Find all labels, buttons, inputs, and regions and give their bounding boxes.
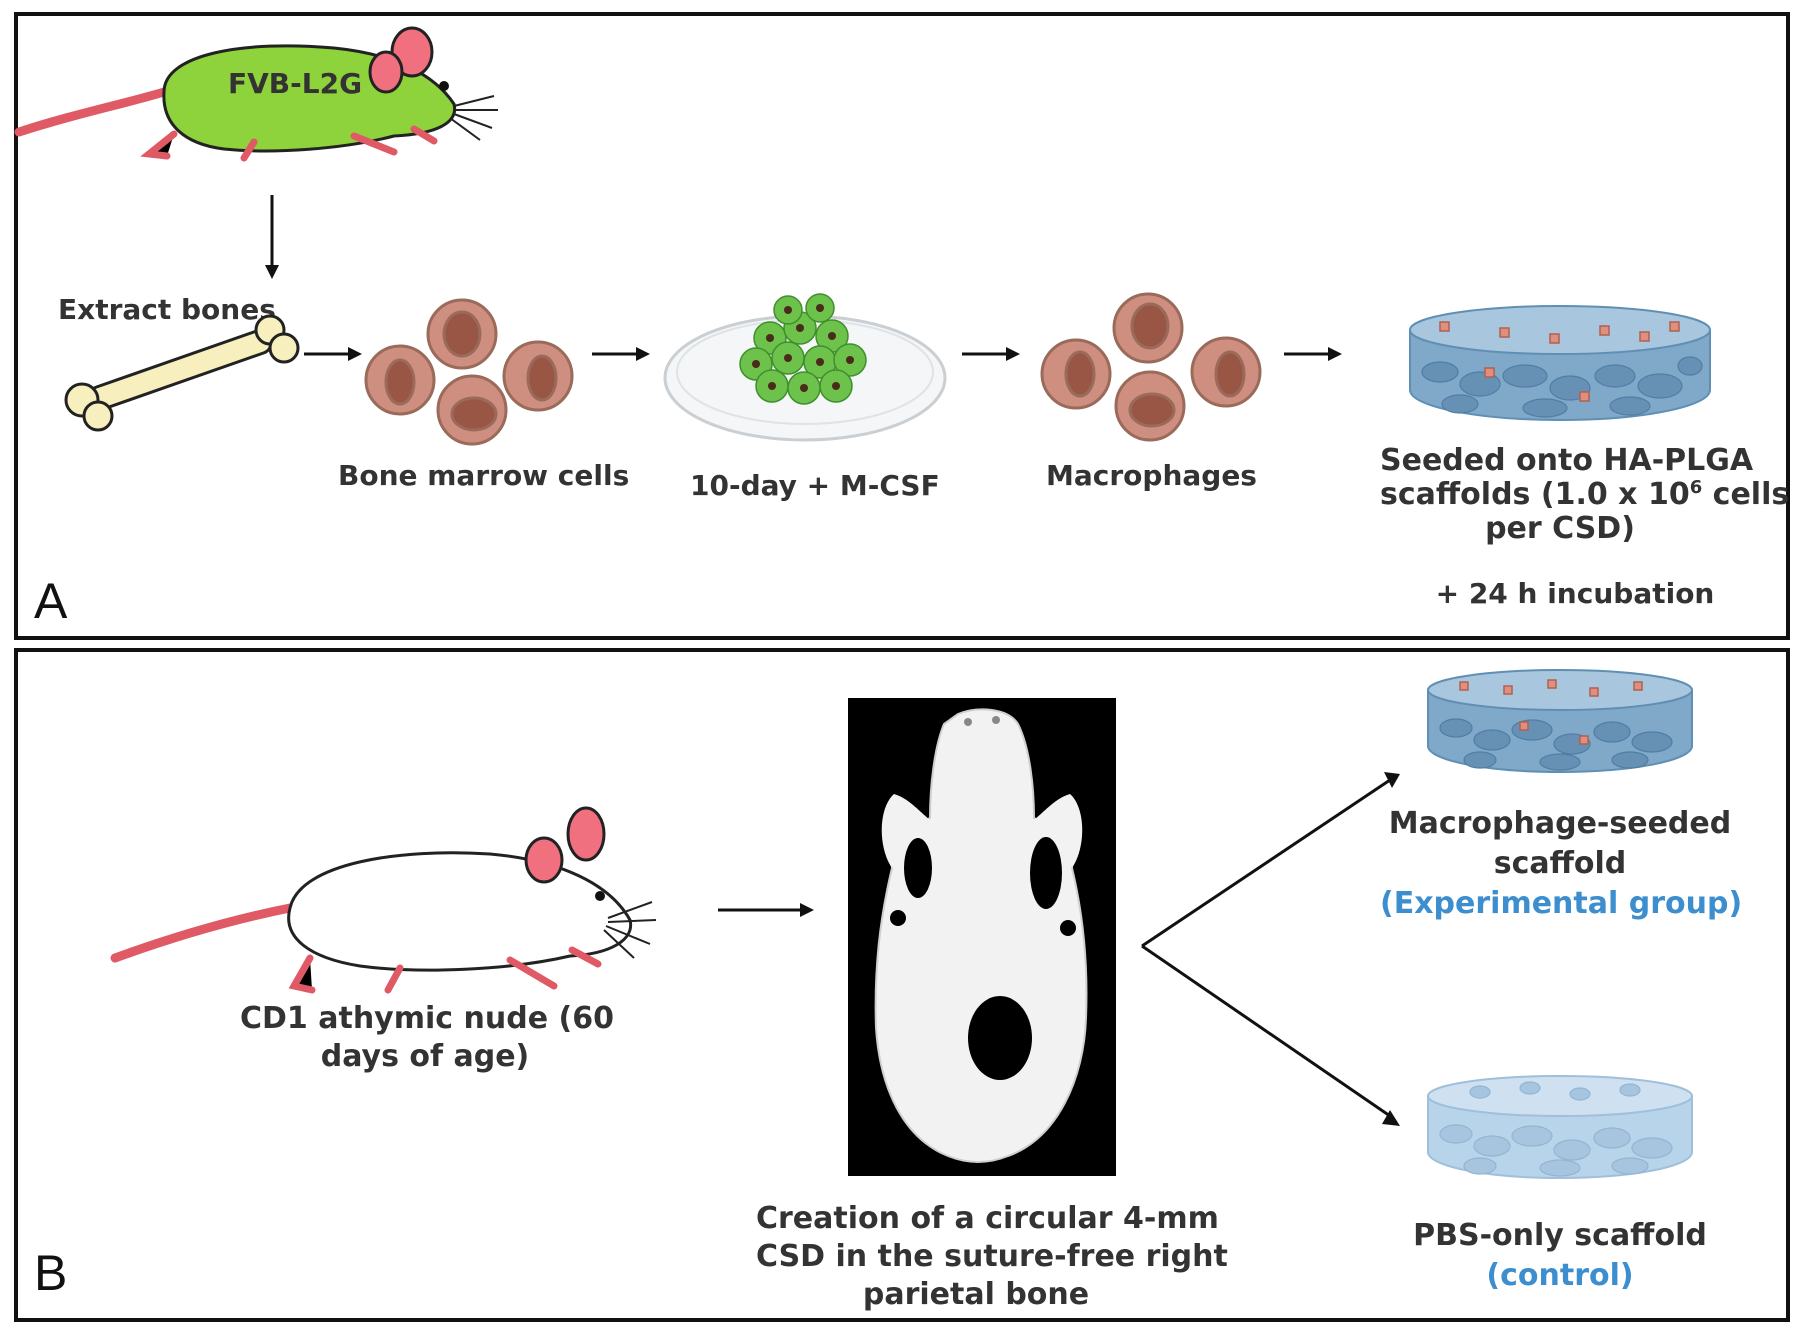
seeded-line-2-pre: scaffolds (1.0 x 10 [1380,477,1690,512]
seeded-line-2-post: cells [1702,477,1790,512]
seeded-line-2: scaffolds (1.0 x 106 cells [1380,477,1789,512]
experimental-group-label: (Experimental group) [1380,886,1743,921]
control-line-1: PBS-only scaffold [1413,1218,1707,1253]
branch-arrows [1141,772,1400,1126]
seeded-label: Seeded onto HA-PLGA scaffolds (1.0 x 106… [1380,443,1789,546]
creation-label: Creation of a circular 4-mm CSD in the s… [756,1200,1228,1314]
panel-b-letter: B [34,1245,68,1301]
seeded-line-3: per CSD) [1485,511,1635,546]
macrophages-icon [1040,292,1262,442]
seeded-line-1: Seeded onto HA-PLGA [1380,443,1754,478]
mouse-strain-label: FVB-L2G [228,67,363,100]
seeded-exponent: 6 [1689,477,1703,498]
seeded-scaffold-icon [1409,305,1711,421]
green-mouse-icon [14,26,498,162]
creation-line-3: parietal bone [862,1277,1090,1312]
extract-bones-label: Extract bones [58,293,276,326]
arrow-right-b [718,903,814,917]
experimental-line-2: scaffold [1493,846,1627,881]
arrow-down [265,195,279,279]
experimental-label: Macrophage-seeded scaffold (Experimental… [1380,804,1743,924]
creation-line-2: CSD in the suture-free right [756,1239,1228,1274]
arrow-right-2 [592,347,650,361]
nude-mouse-icon [110,806,657,994]
control-group-label: (control) [1486,1258,1634,1293]
nude-mouse-line-1: CD1 athymic nude (60 [240,1001,614,1036]
petri-dish-icon [663,293,947,442]
panel-a-letter: A [34,573,68,629]
control-label: PBS-only scaffold (control) [1380,1216,1740,1296]
bone-marrow-cells-label: Bone marrow cells [338,459,630,492]
arrow-right-4 [1284,347,1342,361]
incubation-label: + 24 h incubation [1435,577,1715,610]
arrow-right-3 [962,347,1020,361]
culture-label: 10-day + M-CSF [690,469,940,502]
macrophages-label: Macrophages [1046,459,1257,492]
arrow-right-1 [304,347,362,361]
experimental-scaffold-icon [1427,669,1693,773]
experimental-line-1: Macrophage-seeded [1388,806,1732,841]
bone-marrow-cells-icon [364,298,574,446]
nude-mouse-line-2: days of age) [320,1039,530,1074]
bone-icon [64,314,300,432]
creation-line-1: Creation of a circular 4-mm [756,1201,1219,1236]
nude-mouse-label: CD1 athymic nude (60 days of age) [240,1000,614,1076]
control-scaffold-icon [1427,1075,1693,1179]
skull-ct-image [848,698,1116,1176]
